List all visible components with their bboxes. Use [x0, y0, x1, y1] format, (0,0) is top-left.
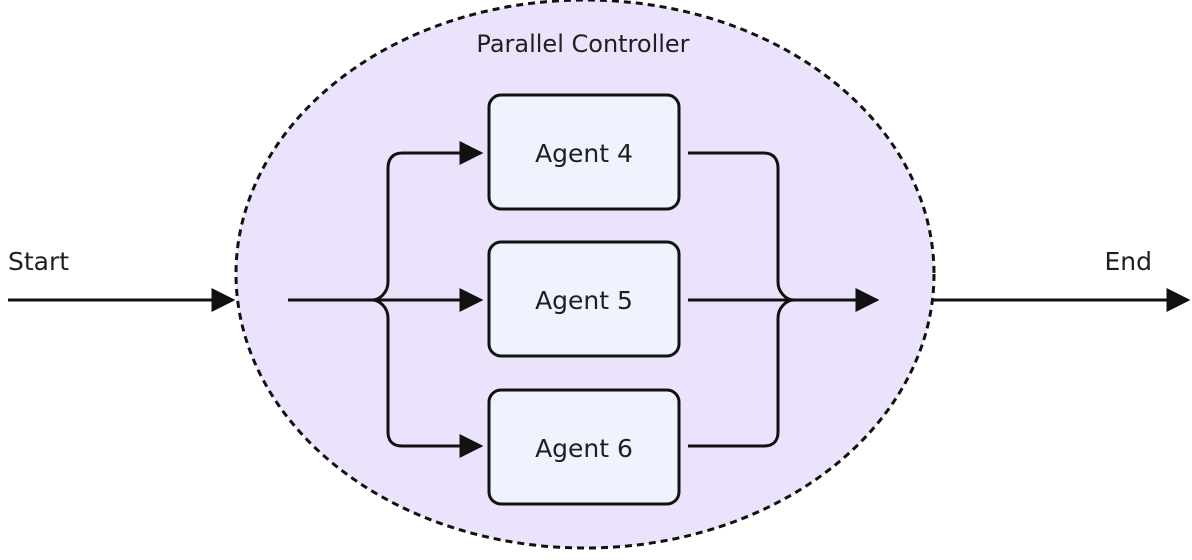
end-label: End [1104, 247, 1152, 276]
fan-in-top [688, 151, 795, 302]
container-title: Parallel Controller [476, 30, 689, 58]
agent-label: Agent 6 [535, 434, 633, 463]
agent-box [487, 240, 681, 358]
agent-box [487, 388, 681, 506]
fan-out-connectors [288, 141, 484, 458]
agent-node: Agent 4 [487, 93, 681, 211]
fan-out-bottom [371, 298, 484, 458]
start-label: Start [8, 247, 69, 276]
agent-label: Agent 5 [535, 286, 633, 315]
agent-node: Agent 5 [487, 240, 681, 358]
agent-node: Agent 6 [487, 388, 681, 506]
fan-in-connectors [688, 151, 880, 448]
fan-in-bottom [688, 298, 795, 448]
agent-label: Agent 4 [535, 139, 633, 168]
agent-box [487, 93, 681, 211]
